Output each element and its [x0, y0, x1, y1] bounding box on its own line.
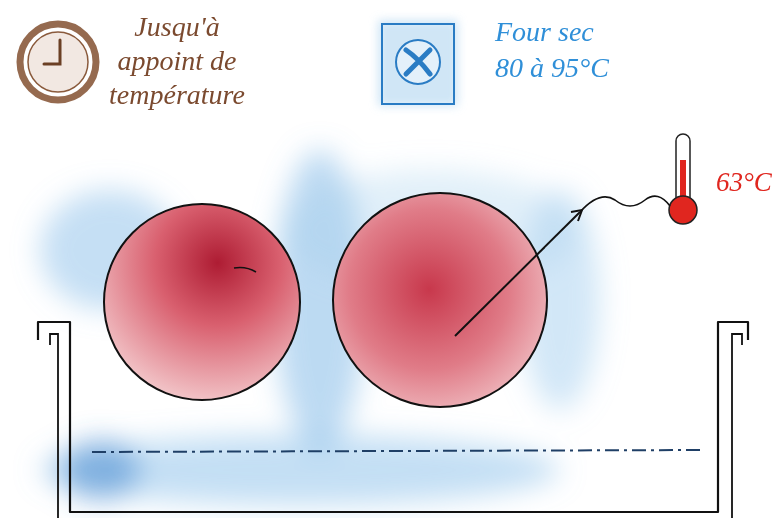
probe-needle — [455, 212, 580, 336]
label-text: 63°C — [716, 166, 776, 198]
fan-blades — [406, 50, 430, 74]
icon-wash — [378, 20, 458, 106]
clock-rim — [20, 24, 96, 100]
label-text: Four sec 80 à 95°C — [495, 14, 615, 86]
wash-blob — [40, 435, 560, 505]
pan-rim — [50, 334, 58, 518]
wash-blob — [60, 440, 140, 500]
fan-oven-icon — [378, 20, 458, 106]
oven-frame — [382, 24, 454, 104]
liquid-level — [92, 450, 700, 452]
meat-mark — [234, 268, 256, 273]
clock-face — [28, 32, 88, 92]
fan-ring — [396, 40, 440, 84]
probe-wire — [580, 196, 670, 212]
thermometer — [669, 134, 697, 224]
pan-rim — [732, 334, 742, 518]
thermometer-tube — [676, 134, 690, 204]
clock-icon — [20, 24, 96, 100]
thermometer-bulb — [669, 196, 697, 224]
label-text: Jusqu'à appoint de température — [90, 10, 264, 112]
roasting-pan — [38, 322, 748, 512]
meat-piece — [104, 204, 300, 400]
clock-hands — [44, 40, 60, 64]
meat-piece — [333, 193, 547, 407]
